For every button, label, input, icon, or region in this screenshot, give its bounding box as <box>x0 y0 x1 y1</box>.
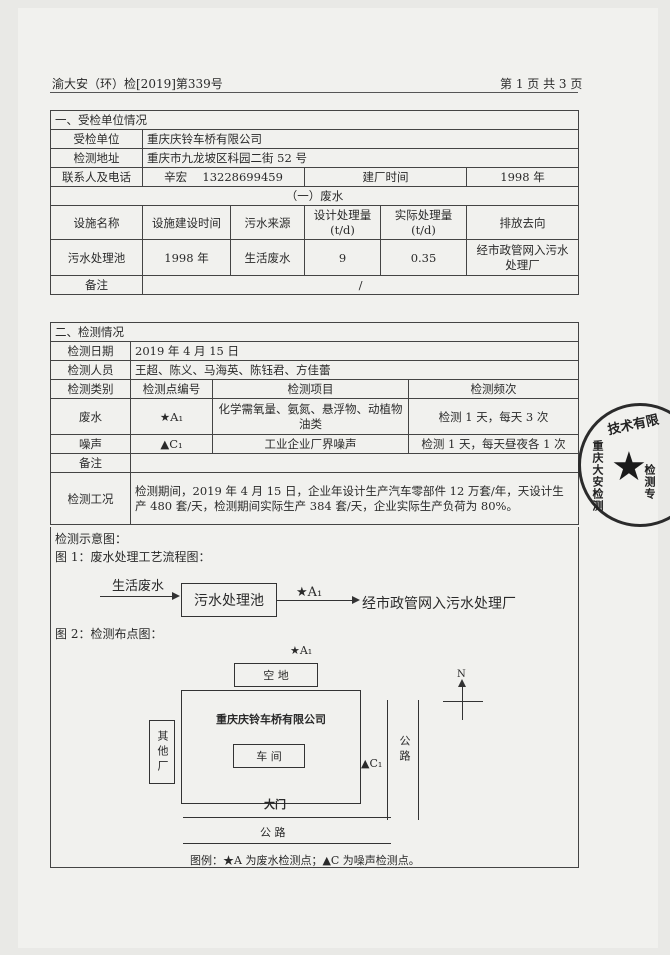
fig1-input-label: 生活废水 <box>112 579 165 594</box>
col-category: 检测类别 <box>50 379 131 399</box>
cell-facility: 污水处理池 <box>50 239 143 276</box>
report-number: 渝大安（环）检[2019]第339号 <box>52 77 223 91</box>
col-discharge: 排放去向 <box>465 205 580 240</box>
section2-title: 二、检测情况 <box>50 322 579 342</box>
cell-source: 生活废水 <box>230 239 305 276</box>
remark-value-2 <box>130 453 579 473</box>
road-horizontal-label: 公 路 <box>260 826 286 839</box>
col-design-capacity: 设计处理量(t/d) <box>304 205 381 240</box>
north-arrow-cross <box>443 701 483 702</box>
diagram-title: 检测示意图： <box>55 532 128 546</box>
noise-frequency: 检测 1 天，每天昼夜各 1 次 <box>408 434 579 454</box>
cell-design-capacity: 9 <box>304 239 381 276</box>
fig1-arrowhead-1 <box>172 592 180 600</box>
workshop-box: 车 间 <box>233 744 305 768</box>
col-frequency: 检测频次 <box>408 379 579 399</box>
road-h-bottom-line <box>183 843 391 844</box>
empty-lot-box: 空 地 <box>234 663 318 687</box>
wastewater-title: （一）废水 <box>49 186 580 206</box>
remark-value-1: / <box>141 275 580 295</box>
remark-label-1: 备注 <box>50 275 143 295</box>
unit-label: 受检单位 <box>50 129 143 149</box>
inspection-table: 二、检测情况 检测日期 2019 年 4 月 15 日 检测人员 王超、陈义、马… <box>50 322 579 525</box>
page-number: 第 1 页 共 3 页 <box>500 77 583 91</box>
col-point: 检测点编号 <box>130 379 213 399</box>
diagram-frame <box>50 527 579 868</box>
date-label: 检测日期 <box>50 341 131 361</box>
fig2-point-a1: ★A₁ <box>290 644 313 657</box>
address-label: 检测地址 <box>50 148 143 168</box>
road-v-left-line <box>387 700 388 820</box>
col-build-time: 设施建设时间 <box>142 205 231 240</box>
seal-text-left: 重庆大安检测 <box>591 440 604 512</box>
contact-name: 辛宏 <box>164 170 188 184</box>
unit-value: 重庆庆铃车桥有限公司 <box>141 129 580 149</box>
noise-point-c1: ▲C₁ <box>361 757 383 770</box>
condition-text: 检测期间，2019 年 4 月 15 日，企业年设计生产汽车零部件 12 万套/… <box>130 472 579 525</box>
contact-value: 辛宏 13228699459 <box>142 167 305 187</box>
cell-discharge: 经市政管网入污水处理厂 <box>465 239 580 276</box>
seal-text-top: 技术有限 <box>606 412 661 439</box>
built-value: 1998 年 <box>465 167 580 187</box>
noise-items: 工业企业厂界噪声 <box>212 434 409 454</box>
ww-point: ★A₁ <box>130 398 213 435</box>
contact-label: 联系人及电话 <box>50 167 143 187</box>
north-label: N <box>457 669 466 680</box>
fig1-arrow-line-1 <box>100 596 174 597</box>
section1-title: 一、受检单位情况 <box>49 110 580 130</box>
road-h-top-line <box>183 817 391 818</box>
header-rule <box>50 92 578 93</box>
cell-actual-capacity: 0.35 <box>380 239 467 276</box>
remark-label-2: 备注 <box>50 453 131 473</box>
ww-frequency: 检测 1 天，每天 3 次 <box>408 398 579 435</box>
inspected-unit-table: 一、受检单位情况 受检单位 重庆庆铃车桥有限公司 检测地址 重庆市九龙坡区科园二… <box>49 110 580 295</box>
fig1-title: 图 1：废水处理工艺流程图： <box>55 550 211 564</box>
other-factory-box: 其他厂 <box>149 720 175 784</box>
staff-label: 检测人员 <box>50 360 131 380</box>
noise-point: ▲C₁ <box>130 434 213 454</box>
legend: 图例：★A 为废水检测点；▲C 为噪声检测点。 <box>190 854 420 867</box>
fig1-treatment-box: 污水处理池 <box>181 583 277 617</box>
noise-category: 噪声 <box>50 434 131 454</box>
contact-phone: 13228699459 <box>202 170 283 184</box>
fig1-arrowhead-2 <box>352 596 360 604</box>
seal-star-icon: ★ <box>611 444 647 490</box>
road-vertical-label: 公路 <box>398 735 411 765</box>
company-seal: ★ 技术有限 重庆大安检测 检测专 <box>578 403 670 527</box>
road-v-right-line <box>418 700 419 820</box>
fig2-title: 图 2：检测布点图： <box>55 627 163 641</box>
north-arrowhead-icon <box>458 679 466 687</box>
col-source: 污水来源 <box>230 205 305 240</box>
fig1-arrow-line-2 <box>277 600 353 601</box>
col-actual-capacity: 实际处理量(t/d) <box>380 205 467 240</box>
ww-category: 废水 <box>50 398 131 435</box>
ww-items: 化学需氧量、氨氮、悬浮物、动植物油类 <box>212 398 409 435</box>
gate-label: 大门 <box>264 798 286 811</box>
company-site-box: 重庆庆铃车桥有限公司 <box>181 690 361 804</box>
built-label: 建厂时间 <box>304 167 467 187</box>
seal-text-right: 检测专 <box>643 464 656 500</box>
address-value: 重庆市九龙坡区科园二街 52 号 <box>141 148 580 168</box>
fig1-point-a1: ★A₁ <box>296 585 323 600</box>
date-value: 2019 年 4 月 15 日 <box>130 341 579 361</box>
condition-label: 检测工况 <box>50 472 131 525</box>
col-facility: 设施名称 <box>50 205 143 240</box>
col-items: 检测项目 <box>212 379 409 399</box>
staff-value: 王超、陈义、马海英、陈钰君、方佳蕾 <box>130 360 579 380</box>
cell-build-time: 1998 年 <box>142 239 231 276</box>
fig1-output-label: 经市政管网入污水处理厂 <box>362 596 516 612</box>
